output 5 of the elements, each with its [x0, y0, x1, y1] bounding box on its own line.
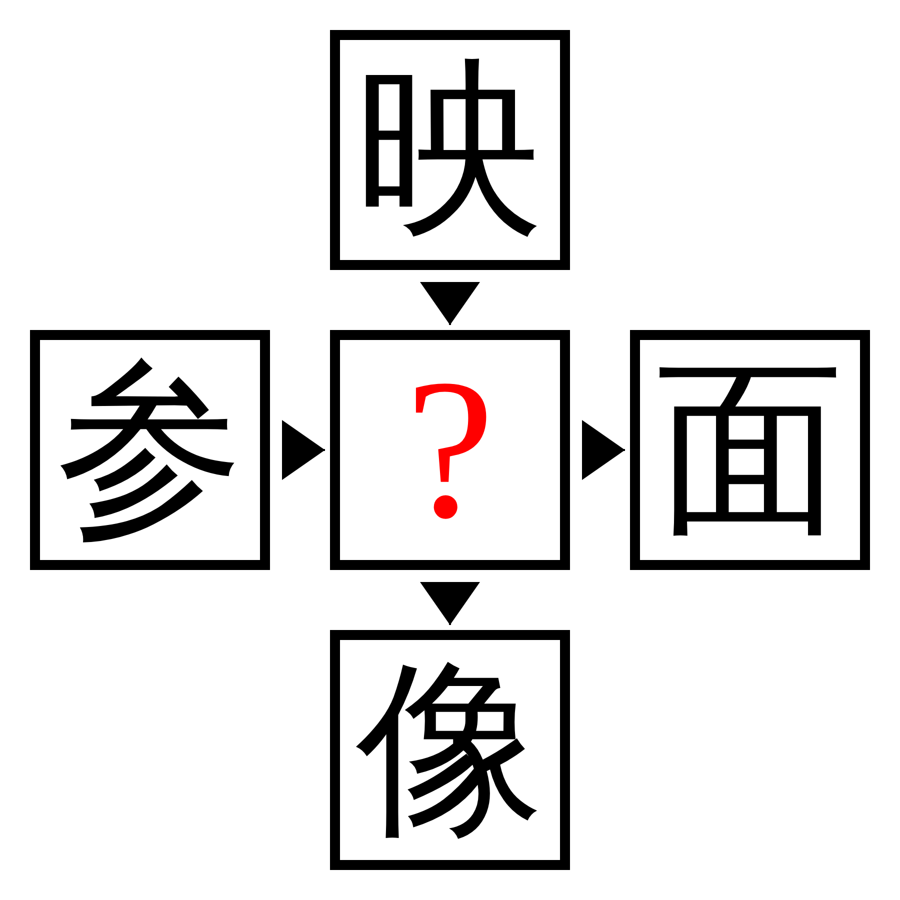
question-mark-box: ? — [330, 330, 570, 570]
character-box: 映 — [330, 30, 570, 270]
character-box: 参 — [30, 330, 270, 570]
character-box: 像 — [330, 630, 570, 870]
character-box: 面 — [630, 330, 870, 570]
